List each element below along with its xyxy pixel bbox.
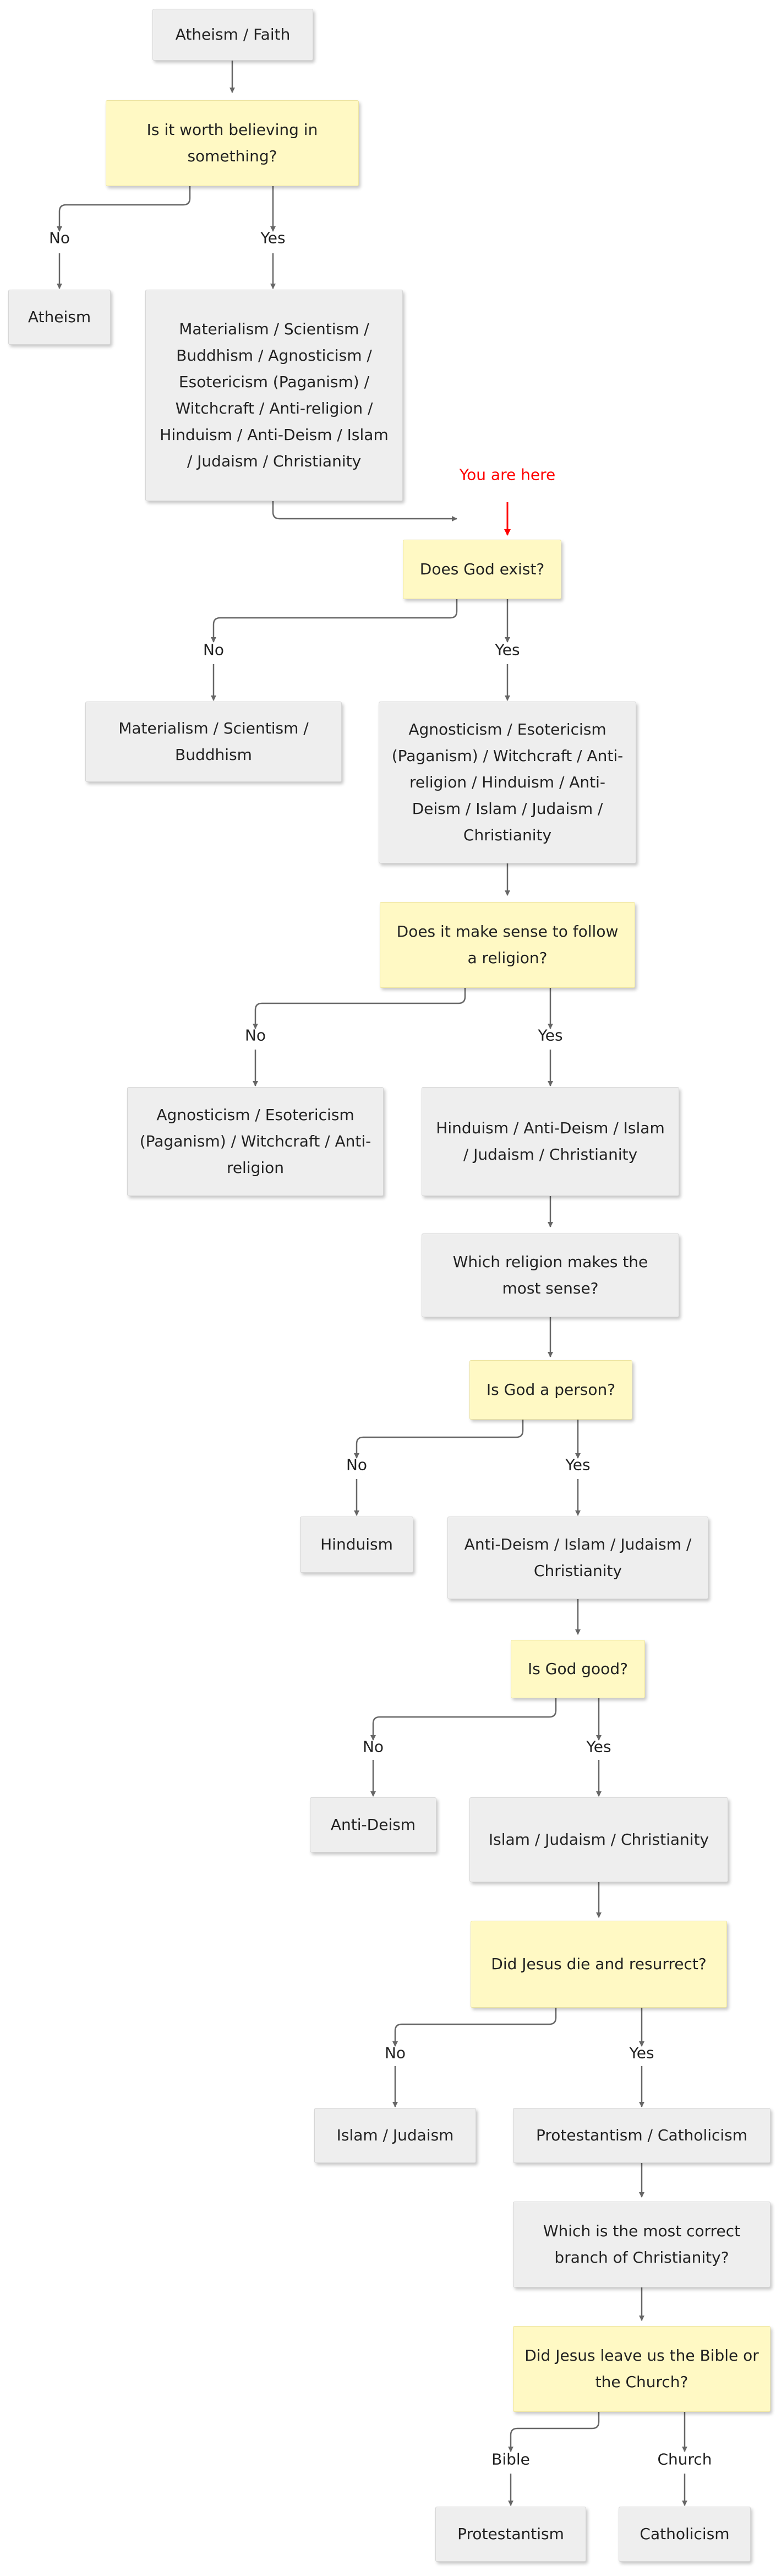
religion-options-node: Hinduism / Anti-Deism / Islam / Judaism … bbox=[422, 1087, 679, 1196]
faith-options-node: Materialism / Scientism / Buddhism / Agn… bbox=[145, 290, 403, 501]
edge-q-person-no bbox=[354, 1420, 524, 1459]
edge-q-worth-no bbox=[57, 186, 191, 232]
good-god-options-node: Islam / Judaism / Christianity bbox=[469, 1797, 728, 1882]
edge-label-no: No bbox=[346, 1455, 368, 1474]
edge-label-no: No bbox=[203, 640, 225, 659]
edge-label-yes: Yes bbox=[629, 2044, 654, 2062]
edge-label-no: No bbox=[362, 1737, 384, 1756]
no-god-options-node: Materialism / Scientism / Buddhism bbox=[85, 702, 342, 782]
catholicism-node: Catholicism bbox=[619, 2507, 751, 2562]
god-options-node: Agnosticism / Esotericism (Paganism) / W… bbox=[379, 702, 636, 863]
question-jesus-resurrect: Did Jesus die and resurrect? bbox=[471, 1921, 727, 2008]
edge-q-jesus-no bbox=[392, 2008, 557, 2047]
islam-judaism-node: Islam / Judaism bbox=[314, 2108, 476, 2163]
edge-label-yes: Yes bbox=[260, 229, 286, 247]
edge-q-follow-no bbox=[253, 988, 466, 1029]
anti-deism-node: Anti-Deism bbox=[310, 1797, 436, 1852]
you-are-here-label: You are here bbox=[459, 465, 556, 484]
edge-label-yes: Yes bbox=[495, 640, 520, 659]
edge-label-no: No bbox=[384, 2044, 406, 2062]
which-religion-node: Which religion makes the most sense? bbox=[422, 1233, 679, 1317]
no-religion-options-node: Agnosticism / Esotericism (Paganism) / W… bbox=[127, 1087, 384, 1196]
question-worth-believing: Is it worth believing in something? bbox=[106, 100, 359, 186]
question-god-exist: Does God exist? bbox=[403, 540, 561, 599]
start-node: Atheism / Faith bbox=[152, 9, 313, 61]
edge-label-bible: Bible bbox=[491, 2450, 530, 2469]
edge-faith-options-to-q-god bbox=[272, 501, 457, 521]
protestantism-node: Protestantism bbox=[435, 2507, 586, 2562]
edge-label-no: No bbox=[244, 1026, 266, 1045]
question-god-person: Is God a person? bbox=[469, 1360, 632, 1420]
christian-options-node: Protestantism / Catholicism bbox=[513, 2108, 770, 2163]
edge-q-good-no bbox=[370, 1698, 557, 1741]
question-god-good: Is God good? bbox=[511, 1640, 645, 1698]
atheism-node: Atheism bbox=[8, 290, 111, 345]
edge-label-yes: Yes bbox=[565, 1455, 591, 1474]
hinduism-node: Hinduism bbox=[300, 1517, 413, 1573]
edge-label-yes: Yes bbox=[538, 1026, 563, 1045]
edge-q-bible-bible bbox=[508, 2412, 600, 2452]
edge-label-church: Church bbox=[657, 2450, 712, 2469]
question-follow-religion: Does it make sense to follow a religion? bbox=[380, 902, 635, 988]
edge-q-god-no bbox=[211, 599, 458, 643]
edge-label-yes: Yes bbox=[586, 1737, 611, 1756]
question-bible-church: Did Jesus leave us the Bible or the Chur… bbox=[513, 2326, 770, 2412]
personal-god-options-node: Anti-Deism / Islam / Judaism / Christian… bbox=[447, 1517, 708, 1599]
edge-label-no: No bbox=[48, 229, 70, 247]
which-branch-node: Which is the most correct branch of Chri… bbox=[513, 2202, 770, 2287]
